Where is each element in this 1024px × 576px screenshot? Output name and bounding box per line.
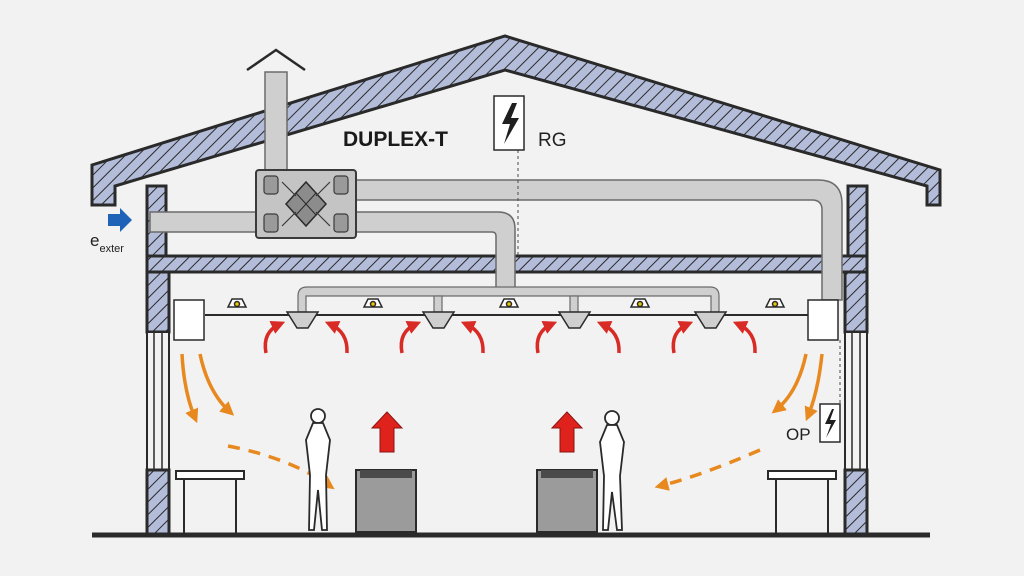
- wall-left-upper: [145, 270, 171, 334]
- heat-arrow-icon: [550, 411, 584, 453]
- tables: [175, 470, 837, 533]
- table-right: [767, 470, 837, 480]
- diffuser-2: [421, 311, 456, 329]
- person-figure-icon: [599, 410, 625, 531]
- wall-left-lower: [145, 468, 171, 537]
- rg-controller: [493, 95, 525, 151]
- person-figure-icon: [305, 408, 331, 531]
- diffuser-4: [693, 311, 728, 329]
- heaters: [355, 469, 598, 533]
- unit-title: DUPLEX-T: [343, 128, 448, 151]
- ceiling-light-icon: [362, 298, 384, 308]
- diffusers: [285, 311, 728, 329]
- ceiling-lights: [226, 298, 786, 308]
- attic-wall-right: [846, 184, 869, 258]
- rg-label: RG: [538, 130, 567, 151]
- exhaust-stack: [264, 71, 288, 181]
- duplex-unit: [255, 169, 357, 239]
- supply-air-arrows: [263, 321, 757, 354]
- wall-right-upper: [843, 270, 869, 334]
- heat-arrow-icon: [370, 411, 404, 453]
- roof: [90, 34, 942, 207]
- diffuser-3: [557, 311, 592, 329]
- stack-cap-icon: [246, 48, 306, 72]
- heater-2: [536, 469, 598, 533]
- ceiling-light-icon: [629, 298, 651, 308]
- return-air-arrows: [180, 353, 824, 491]
- op-label: OP: [786, 425, 811, 444]
- return-grille-left: [173, 299, 205, 341]
- lightning-icon: [825, 409, 836, 438]
- intake-arrow-icon: [108, 208, 132, 232]
- ceiling-light-icon: [764, 298, 786, 308]
- diffuser-1: [285, 311, 320, 329]
- ceiling-light-icon: [226, 298, 248, 308]
- op-controller: [819, 403, 841, 443]
- window-right: [844, 331, 868, 471]
- window-left: [146, 331, 170, 471]
- ceiling-light-icon: [498, 298, 520, 308]
- wall-right-lower: [843, 468, 869, 537]
- right-supply-duct: [354, 179, 843, 301]
- lightning-icon: [502, 103, 519, 144]
- exterior-label: eexter: [90, 231, 124, 255]
- intake-duct: [149, 211, 261, 233]
- distribution-drop-duct: [354, 211, 516, 289]
- heater-1: [355, 469, 417, 533]
- table-left: [175, 470, 245, 480]
- return-grille-right: [807, 299, 839, 341]
